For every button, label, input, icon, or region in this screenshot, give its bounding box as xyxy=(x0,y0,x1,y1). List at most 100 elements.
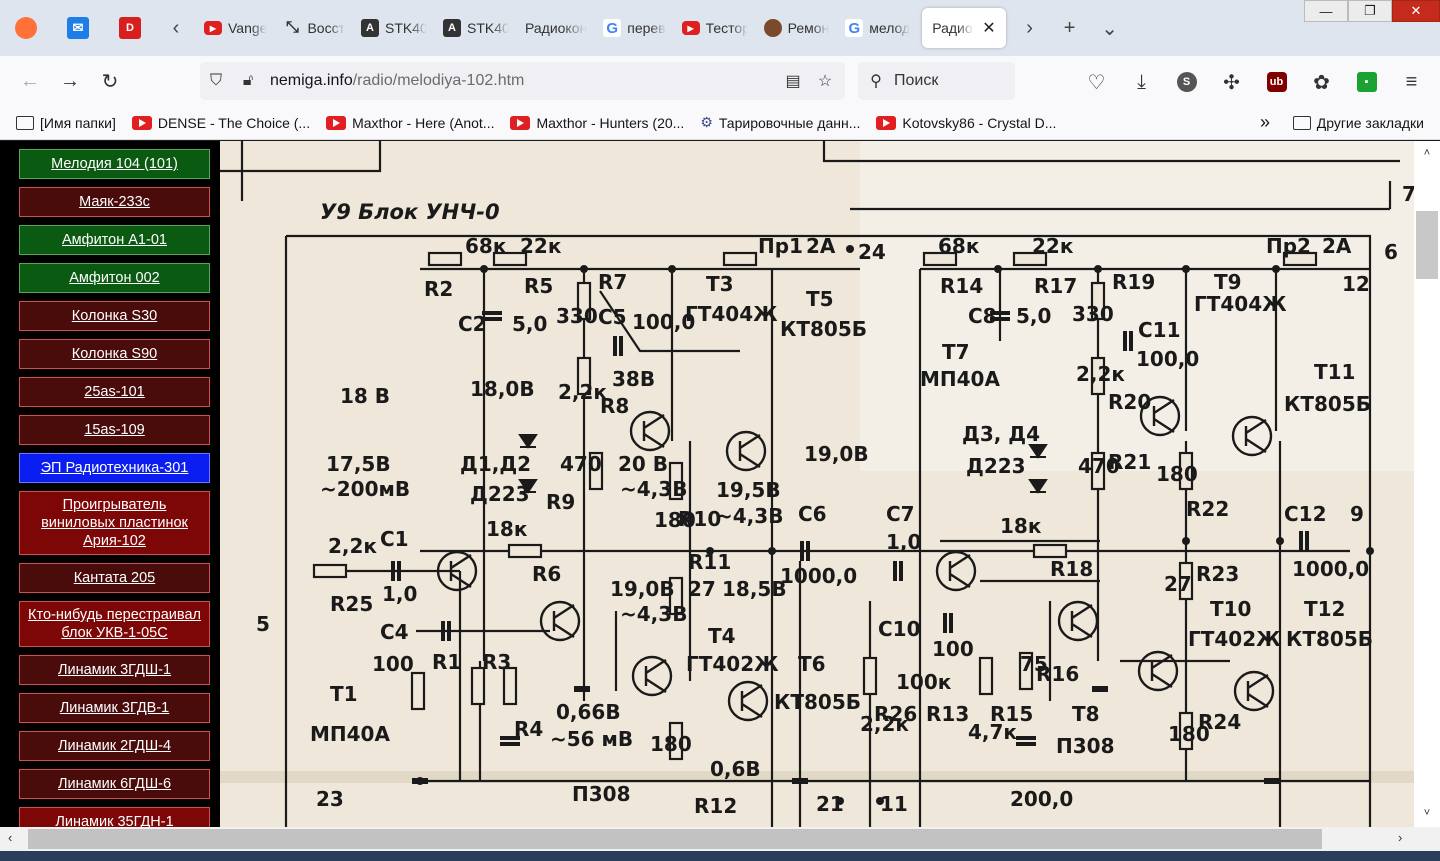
sidebar-link[interactable]: Кто-нибудь перестраивал блок УКВ-1-05С xyxy=(19,601,210,647)
sidebar-link[interactable]: Колонка S90 xyxy=(19,339,210,369)
bookmark-item[interactable]: ⚙Тарировочные данн... xyxy=(700,114,860,131)
schematic-label: 68к xyxy=(465,234,507,258)
tab-7[interactable]: Радиокон xyxy=(517,8,595,48)
menu-icon[interactable]: ≡ xyxy=(1405,70,1418,93)
sidebar-link[interactable]: Колонка S30 xyxy=(19,301,210,331)
bookmark-item[interactable]: Maxthor - Hunters (20... xyxy=(510,115,684,131)
schematic-label: 470 xyxy=(560,452,602,476)
resistor-symbol xyxy=(470,666,486,706)
pocket-icon[interactable]: ♡ xyxy=(1087,71,1106,94)
diode-symbol xyxy=(518,434,538,449)
firefox-icon xyxy=(15,17,37,39)
shield-icon[interactable]: ⛉ xyxy=(209,72,222,89)
sidebar-link[interactable]: Проигрыватель виниловых пластинок Ария-1… xyxy=(19,491,210,555)
bookmark-label: [Имя папки] xyxy=(40,114,116,131)
scroll-tabs-left-icon[interactable]: ‹ xyxy=(172,16,180,39)
reload-button[interactable]: ↻ xyxy=(101,70,119,93)
sidebar-link[interactable]: Линамик 2ГДШ-4 xyxy=(19,731,210,761)
schematic-label: R23 xyxy=(1196,562,1239,586)
horizontal-scroll-thumb[interactable] xyxy=(28,829,1322,849)
sidebar-link[interactable]: Маяк-233с xyxy=(19,187,210,217)
account-icon[interactable]: S xyxy=(1164,64,1209,100)
sidebar-link[interactable]: ЭП Радиотехника-301 xyxy=(19,453,210,483)
bookmark-item[interactable]: Maxthor - Here (Anot... xyxy=(326,115,494,131)
tab-0[interactable] xyxy=(0,8,52,48)
transistor-leads xyxy=(948,553,971,589)
new-tab-icon[interactable]: + xyxy=(1063,16,1076,39)
other-bookmarks[interactable]: Другие закладки xyxy=(1292,115,1424,131)
close-tab-icon[interactable]: ✕ xyxy=(982,20,996,37)
tab-3[interactable]: ▶ Vange xyxy=(196,8,275,48)
vertical-scrollbar[interactable]: ˄ ˅ xyxy=(1414,141,1440,827)
sidebar-link[interactable]: Амфитон А1-01 xyxy=(19,225,210,255)
sidebar-link[interactable]: Линамик 3ГДВ-1 xyxy=(19,693,210,723)
scroll-left-arrow[interactable]: ‹ xyxy=(8,830,13,845)
resistor-symbol xyxy=(668,576,684,616)
sidebar-link[interactable]: 15as-109 xyxy=(19,415,210,445)
bookmark-item[interactable]: [Имя папки] xyxy=(16,115,116,131)
youtube-icon: ▶ xyxy=(204,21,222,35)
capacitor-symbol xyxy=(1016,736,1036,746)
schematic-label: R7 xyxy=(598,270,627,294)
maximize-button[interactable]: ❐ xyxy=(1348,0,1392,22)
insecure-lock-icon[interactable]: 🔓︎ xyxy=(242,72,254,89)
address-bar[interactable]: ⛉ 🔓︎ nemiga.info/radio/melodiya-102.htm … xyxy=(200,62,845,100)
bookmark-star-icon[interactable]: ☆ xyxy=(817,73,833,90)
ground-pad xyxy=(574,686,590,692)
scroll-tabs-right-icon[interactable]: › xyxy=(1026,16,1033,39)
url-text[interactable]: nemiga.info/radio/melodiya-102.htm xyxy=(270,72,777,90)
more-bookmarks-icon[interactable]: » xyxy=(1259,112,1270,132)
sidebar-link[interactable]: Линамик 3ГДШ-1 xyxy=(19,655,210,685)
sidebar-link[interactable]: Линамик 35ГДН-1 xyxy=(19,807,210,827)
tab-12[interactable]: Радиол✕ xyxy=(922,8,1006,48)
sidebar-link[interactable]: 25as-101 xyxy=(19,377,210,407)
bookmark-item[interactable]: DENSE - The Choice (... xyxy=(131,115,310,131)
sidebar-link[interactable]: Кантата 205 xyxy=(19,563,210,593)
ground-pad xyxy=(1264,778,1280,784)
schematic-label: R6 xyxy=(532,562,561,586)
back-button[interactable]: ← xyxy=(20,69,40,92)
tab-title: STK40 xyxy=(467,20,509,36)
forward-button[interactable]: → xyxy=(60,69,80,92)
ublock-icon[interactable]: ub xyxy=(1254,64,1299,100)
schematic-label: 24 xyxy=(858,240,886,264)
tab-title: Vange xyxy=(228,20,268,36)
sidebar-link[interactable]: Мелодия 104 (101) xyxy=(19,149,210,179)
addon-green-icon[interactable]: ▪ xyxy=(1344,64,1389,100)
downloads-icon[interactable]: ⤓ xyxy=(1137,70,1146,93)
sidebar-link[interactable]: Амфитон 002 xyxy=(19,263,210,293)
schematic-label: T12 xyxy=(1304,597,1345,621)
diode-symbol xyxy=(1028,479,1048,494)
tab-2[interactable]: D xyxy=(104,8,156,48)
bookmark-item[interactable]: Kotovsky86 - Crystal D... xyxy=(876,115,1056,131)
schematic-label: 19,0В xyxy=(610,577,675,601)
folder-icon xyxy=(16,115,34,130)
tab-4[interactable]: ⤡Восст xyxy=(275,8,353,48)
close-window-button[interactable]: ✕ xyxy=(1392,0,1440,22)
minimize-button[interactable]: — xyxy=(1304,0,1348,22)
extensions-icon[interactable]: ✣ xyxy=(1223,71,1240,94)
scroll-down-arrow[interactable]: ˅ xyxy=(1423,807,1431,819)
search-box[interactable]: ⚲ Поиск xyxy=(858,62,1015,100)
ground-pad xyxy=(792,778,808,784)
tab-9[interactable]: ▶Тестор xyxy=(674,8,756,48)
schematic-label: R25 xyxy=(330,592,373,616)
gear-icon: ⚙ xyxy=(700,114,713,130)
scroll-thumb[interactable] xyxy=(1416,211,1438,279)
reader-view-icon[interactable]: ▤ xyxy=(785,73,801,90)
capacitor-symbol xyxy=(800,541,810,561)
tab-10[interactable]: Ремон xyxy=(756,8,838,48)
scroll-right-arrow[interactable]: › xyxy=(1398,830,1403,845)
horizontal-scrollbar[interactable]: ‹ › xyxy=(0,827,1440,851)
scroll-up-arrow[interactable]: ˄ xyxy=(1423,147,1431,159)
sidebar-link[interactable]: Линамик 6ГДШ-6 xyxy=(19,769,210,799)
schematic-label: T8 xyxy=(1072,702,1100,726)
schematic-label: 18 В xyxy=(340,384,390,408)
list-tabs-icon[interactable]: ⌄ xyxy=(1101,17,1118,40)
addon-icon[interactable]: ✿ xyxy=(1313,71,1330,94)
tab-1[interactable]: ✉ xyxy=(52,8,104,48)
